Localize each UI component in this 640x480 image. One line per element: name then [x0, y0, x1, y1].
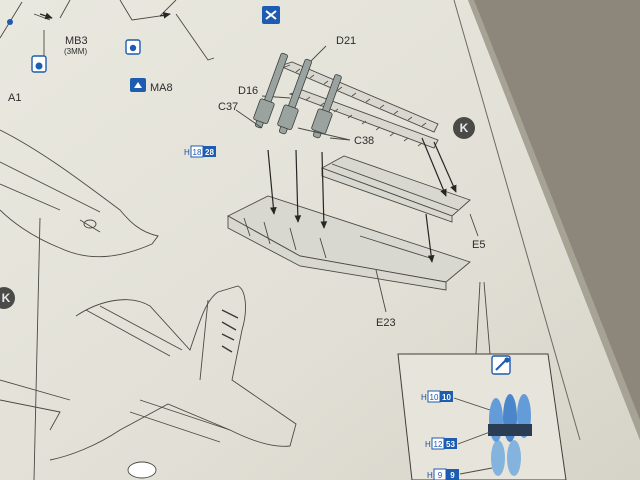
label-ma8: MA8 — [150, 82, 173, 94]
top-left-callouts: MB3 (3MM) A1 MA8 — [0, 0, 280, 104]
label-c38: C38 — [354, 135, 374, 147]
step-k-marker: K — [453, 117, 475, 139]
step-k-marker-left: K — [0, 287, 15, 309]
step-k-label: K — [460, 121, 469, 135]
svg-text:53: 53 — [446, 440, 455, 449]
machine-guns: C37 C38 H 18 28 — [184, 52, 374, 158]
assembly-arrows — [267, 137, 457, 263]
svg-text:H: H — [425, 440, 431, 449]
inset-paint-code-1: H 10 10 — [421, 390, 491, 411]
svg-text:9: 9 — [438, 471, 443, 480]
label-e5: E5 — [472, 239, 485, 251]
aircraft-tail-drawing — [0, 285, 297, 479]
label-e23: E23 — [376, 317, 396, 329]
svg-text:H: H — [427, 471, 433, 480]
paper-shadow-edge — [468, 0, 640, 440]
svg-text:H: H — [421, 393, 427, 402]
svg-text:10: 10 — [430, 393, 439, 402]
inset-paint-code-2: H 12 53 — [425, 431, 491, 450]
aircraft-wing-drawing — [0, 129, 159, 480]
step-k-label-left: K — [2, 291, 11, 305]
svg-text:28: 28 — [205, 148, 214, 157]
gun-paint-code: H 18 28 — [184, 145, 216, 158]
svg-text:H: H — [184, 148, 190, 157]
ammo-detail — [488, 394, 532, 476]
label-d16: D16 — [238, 85, 258, 97]
page-border-line — [453, 0, 581, 441]
part-e23: E23 — [227, 195, 471, 329]
label-c37: C37 — [218, 101, 238, 113]
detail-inset: H 10 10 H 12 53 H 9 9 — [397, 281, 567, 480]
part-e5: E5 — [320, 155, 485, 251]
label-mb3: MB3 — [65, 35, 88, 47]
svg-text:10: 10 — [442, 393, 451, 402]
inset-paint-code-3: H 9 9 — [427, 467, 493, 480]
svg-text:18: 18 — [193, 148, 202, 157]
svg-text:9: 9 — [450, 471, 455, 480]
label-a1: A1 — [8, 92, 21, 104]
label-mb3-sub: (3MM) — [64, 47, 87, 56]
label-d21: D21 — [336, 35, 356, 47]
svg-text:12: 12 — [434, 440, 443, 449]
